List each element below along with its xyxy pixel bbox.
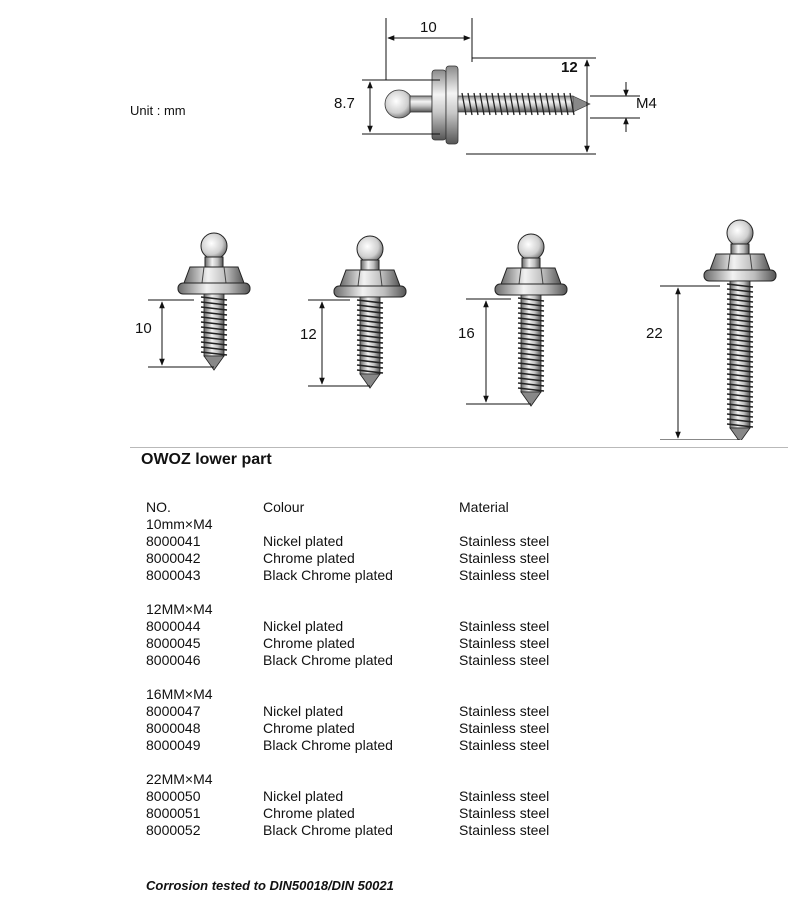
cell-no: 8000052 — [146, 822, 201, 838]
cell-colour: Nickel plated — [263, 618, 344, 634]
screw-length-label: 12 — [300, 326, 317, 343]
cell-material: Stainless steel — [459, 550, 550, 566]
top-dimension-lines — [362, 18, 640, 155]
cell-material: Stainless steel — [459, 720, 550, 736]
cell-material: Stainless steel — [459, 822, 550, 838]
screw-variant — [308, 235, 407, 389]
dim-head-height: 8.7 — [334, 95, 355, 112]
cell-colour: Nickel plated — [263, 533, 344, 549]
top-screw-side-view — [384, 65, 591, 145]
table-row: 8000047 Nickel plated Stainless steel — [0, 703, 800, 720]
cell-material: Stainless steel — [459, 533, 550, 549]
cell-material: Stainless steel — [459, 652, 550, 668]
cell-material: Stainless steel — [459, 737, 550, 753]
cell-colour: Black Chrome plated — [263, 822, 393, 838]
screw-variant — [466, 233, 568, 407]
screw-length-dimension — [660, 285, 740, 440]
cell-colour: Black Chrome plated — [263, 652, 393, 668]
group-size-label: 16MM×M4 — [146, 686, 213, 702]
header-colour: Colour — [263, 499, 305, 515]
screw-variants — [148, 219, 777, 440]
dim-thread-size: M4 — [636, 95, 657, 112]
cell-no: 8000051 — [146, 805, 201, 821]
cell-no: 8000045 — [146, 635, 201, 651]
cell-no: 8000042 — [146, 550, 201, 566]
header-no: NO. — [146, 499, 171, 515]
cell-colour: Nickel plated — [263, 703, 344, 719]
screw-length-label: 22 — [646, 325, 663, 342]
cell-no: 8000044 — [146, 618, 201, 634]
table-row: 8000044 Nickel plated Stainless steel — [0, 618, 800, 635]
cell-no: 8000046 — [146, 652, 201, 668]
table-row: 8000050 Nickel plated Stainless steel — [0, 788, 800, 805]
screw-length-label: 10 — [135, 320, 152, 337]
table-header: NO. Colour Material — [0, 499, 800, 519]
table-row: 8000048 Chrome plated Stainless steel — [0, 720, 800, 737]
table-row: 8000052 Black Chrome plated Stainless stee… — [0, 822, 800, 839]
table-row: 8000043 Black Chrome plated Stainless stee… — [0, 567, 800, 584]
cell-no: 8000050 — [146, 788, 201, 804]
screw-length-label: 16 — [458, 325, 475, 342]
screw-variant — [148, 232, 251, 371]
cell-colour: Black Chrome plated — [263, 737, 393, 753]
cell-no: 8000049 — [146, 737, 201, 753]
screw-drawing — [148, 18, 777, 440]
screw-variant — [660, 219, 777, 440]
cell-material: Stainless steel — [459, 635, 550, 651]
cell-colour: Chrome plated — [263, 720, 355, 736]
group-size-label: 12MM×M4 — [146, 601, 213, 617]
dim-overall-length: 10 — [420, 19, 437, 36]
screw-length-dimension — [308, 299, 370, 387]
footer-note: Corrosion tested to DIN50018/DIN 50021 — [146, 878, 394, 893]
cell-material: Stainless steel — [459, 618, 550, 634]
screw-length-dimension — [466, 298, 531, 405]
cell-material: Stainless steel — [459, 567, 550, 583]
cell-colour: Chrome plated — [263, 805, 355, 821]
section-title: OWOZ lower part — [141, 451, 272, 468]
cell-material: Stainless steel — [459, 703, 550, 719]
table-row: 8000049 Black Chrome plated Stainless stee… — [0, 737, 800, 754]
cell-colour: Black Chrome plated — [263, 567, 393, 583]
table-row: 8000046 Black Chrome plated Stainless stee… — [0, 652, 800, 669]
cell-colour: Chrome plated — [263, 550, 355, 566]
section-divider — [130, 447, 788, 448]
cell-no: 8000047 — [146, 703, 201, 719]
dim-thread-length: 12 — [561, 59, 578, 76]
group-size-label: 22MM×M4 — [146, 771, 213, 787]
cell-no: 8000048 — [146, 720, 201, 736]
cell-colour: Nickel plated — [263, 788, 344, 804]
cell-colour: Chrome plated — [263, 635, 355, 651]
cell-material: Stainless steel — [459, 805, 550, 821]
table-row: 8000045 Chrome plated Stainless steel — [0, 635, 800, 652]
cell-no: 8000043 — [146, 567, 201, 583]
table-row: 8000051 Chrome plated Stainless steel — [0, 805, 800, 822]
cell-no: 8000041 — [146, 533, 201, 549]
screw-length-dimension — [148, 299, 214, 368]
group-size-label: 10mm×M4 — [146, 516, 213, 532]
unit-label: Unit : mm — [130, 103, 186, 118]
header-material: Material — [459, 499, 509, 515]
table-row: 8000042 Chrome plated Stainless steel — [0, 550, 800, 567]
table-row: 8000041 Nickel plated Stainless steel — [0, 533, 800, 550]
cell-material: Stainless steel — [459, 788, 550, 804]
